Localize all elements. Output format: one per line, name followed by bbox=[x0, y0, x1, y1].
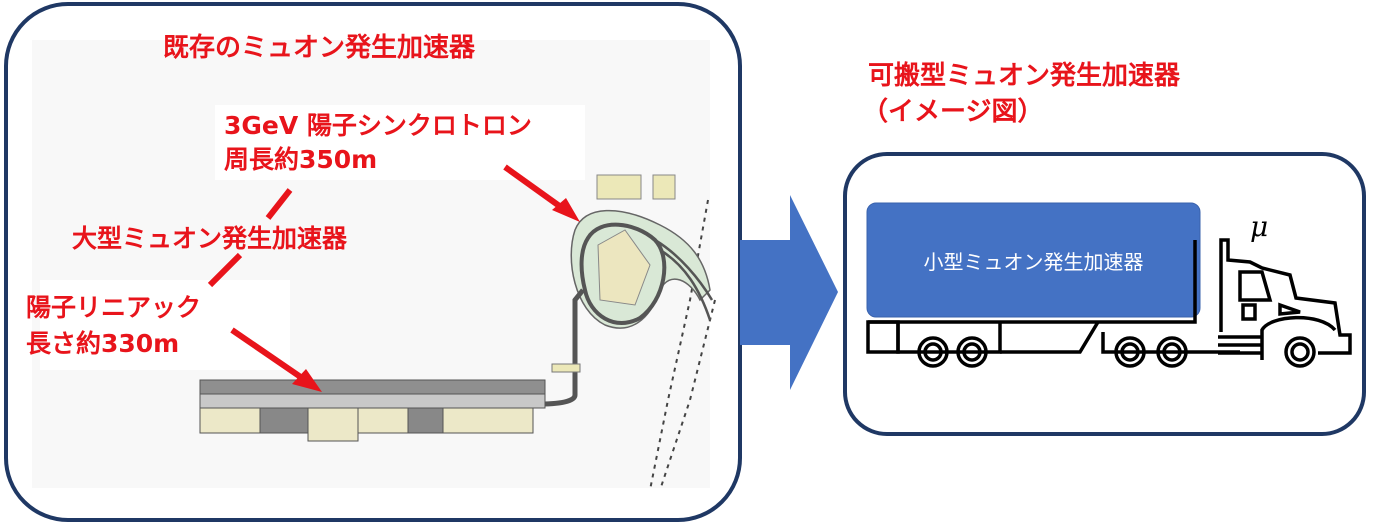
compact-accelerator-label: 小型ミュオン発生加速器 bbox=[923, 249, 1144, 274]
facility-map bbox=[32, 40, 716, 491]
linac-label-line2: 長さ約330m bbox=[26, 329, 180, 358]
compact-accelerator-container bbox=[866, 202, 1201, 318]
linac-label-line1: 陽子リニアック bbox=[26, 293, 202, 322]
muon-symbol: μ bbox=[1250, 210, 1269, 243]
portable-accelerator-title: 可搬型ミュオン発生加速器 bbox=[868, 61, 1181, 91]
annotation-arrows bbox=[207, 164, 580, 392]
truck-icon bbox=[866, 238, 1352, 368]
synchrotron-label-line2: 周長約350m bbox=[224, 145, 378, 174]
large-accelerator-label: 大型ミュオン発生加速器 bbox=[72, 224, 348, 253]
synchrotron-label-line1: 3GeV 陽子シンクロトロン bbox=[224, 111, 532, 140]
existing-accelerator-title: 既存のミュオン発生加速器 bbox=[163, 33, 476, 63]
transition-arrow bbox=[740, 195, 838, 390]
image-caption: （イメージ図） bbox=[862, 97, 1044, 127]
